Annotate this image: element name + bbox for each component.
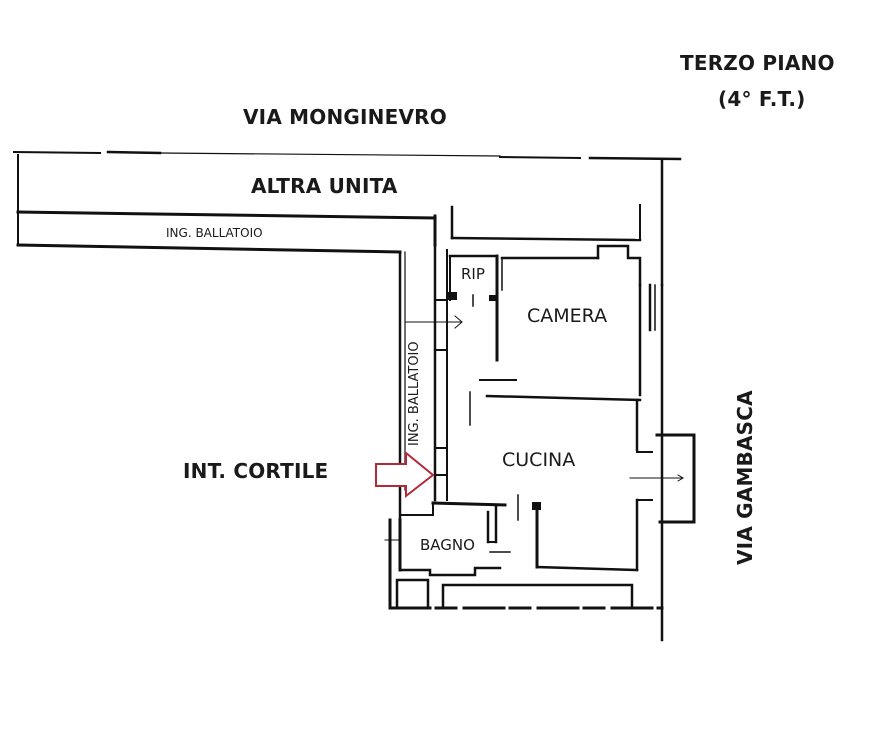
bagno-walls [384, 494, 519, 577]
room-label-rip: RIP [461, 265, 485, 283]
camera-cucina-divider [469, 391, 642, 426]
unit-north-wall [448, 158, 664, 301]
floor-title: TERZO PIANO [680, 51, 835, 75]
balcony-access-label-horizontal: ING. BALLATOIO [166, 226, 263, 240]
street-line-north [12, 150, 682, 161]
entrance-arrow-icon [375, 450, 435, 499]
courtyard-label: INT. CORTILE [183, 459, 329, 483]
unit-south-wall [388, 518, 664, 610]
cucina-bagno-partition [532, 502, 639, 572]
balcony-access-label-vertical: ING. BALLATOIO [407, 341, 422, 446]
rip-camera-partition [447, 254, 517, 381]
room-label-bagno: BAGNO [420, 536, 475, 554]
camera-east-wall [638, 283, 664, 642]
other-unit-outline [16, 154, 437, 247]
room-label-cucina: CUCINA [502, 449, 576, 471]
other-unit-label: ALTRA UNITA [251, 174, 398, 198]
street-label-north: VIA MONGINEVRO [243, 105, 447, 129]
cucina-east-wall [629, 398, 696, 572]
door-swing-arrow-rip [404, 315, 463, 329]
unit-west-wall [433, 243, 448, 502]
street-label-east: VIA GAMBASCA [733, 390, 757, 565]
room-label-camera: CAMERA [527, 305, 608, 327]
floor-subtitle: (4° F.T.) [718, 87, 806, 111]
